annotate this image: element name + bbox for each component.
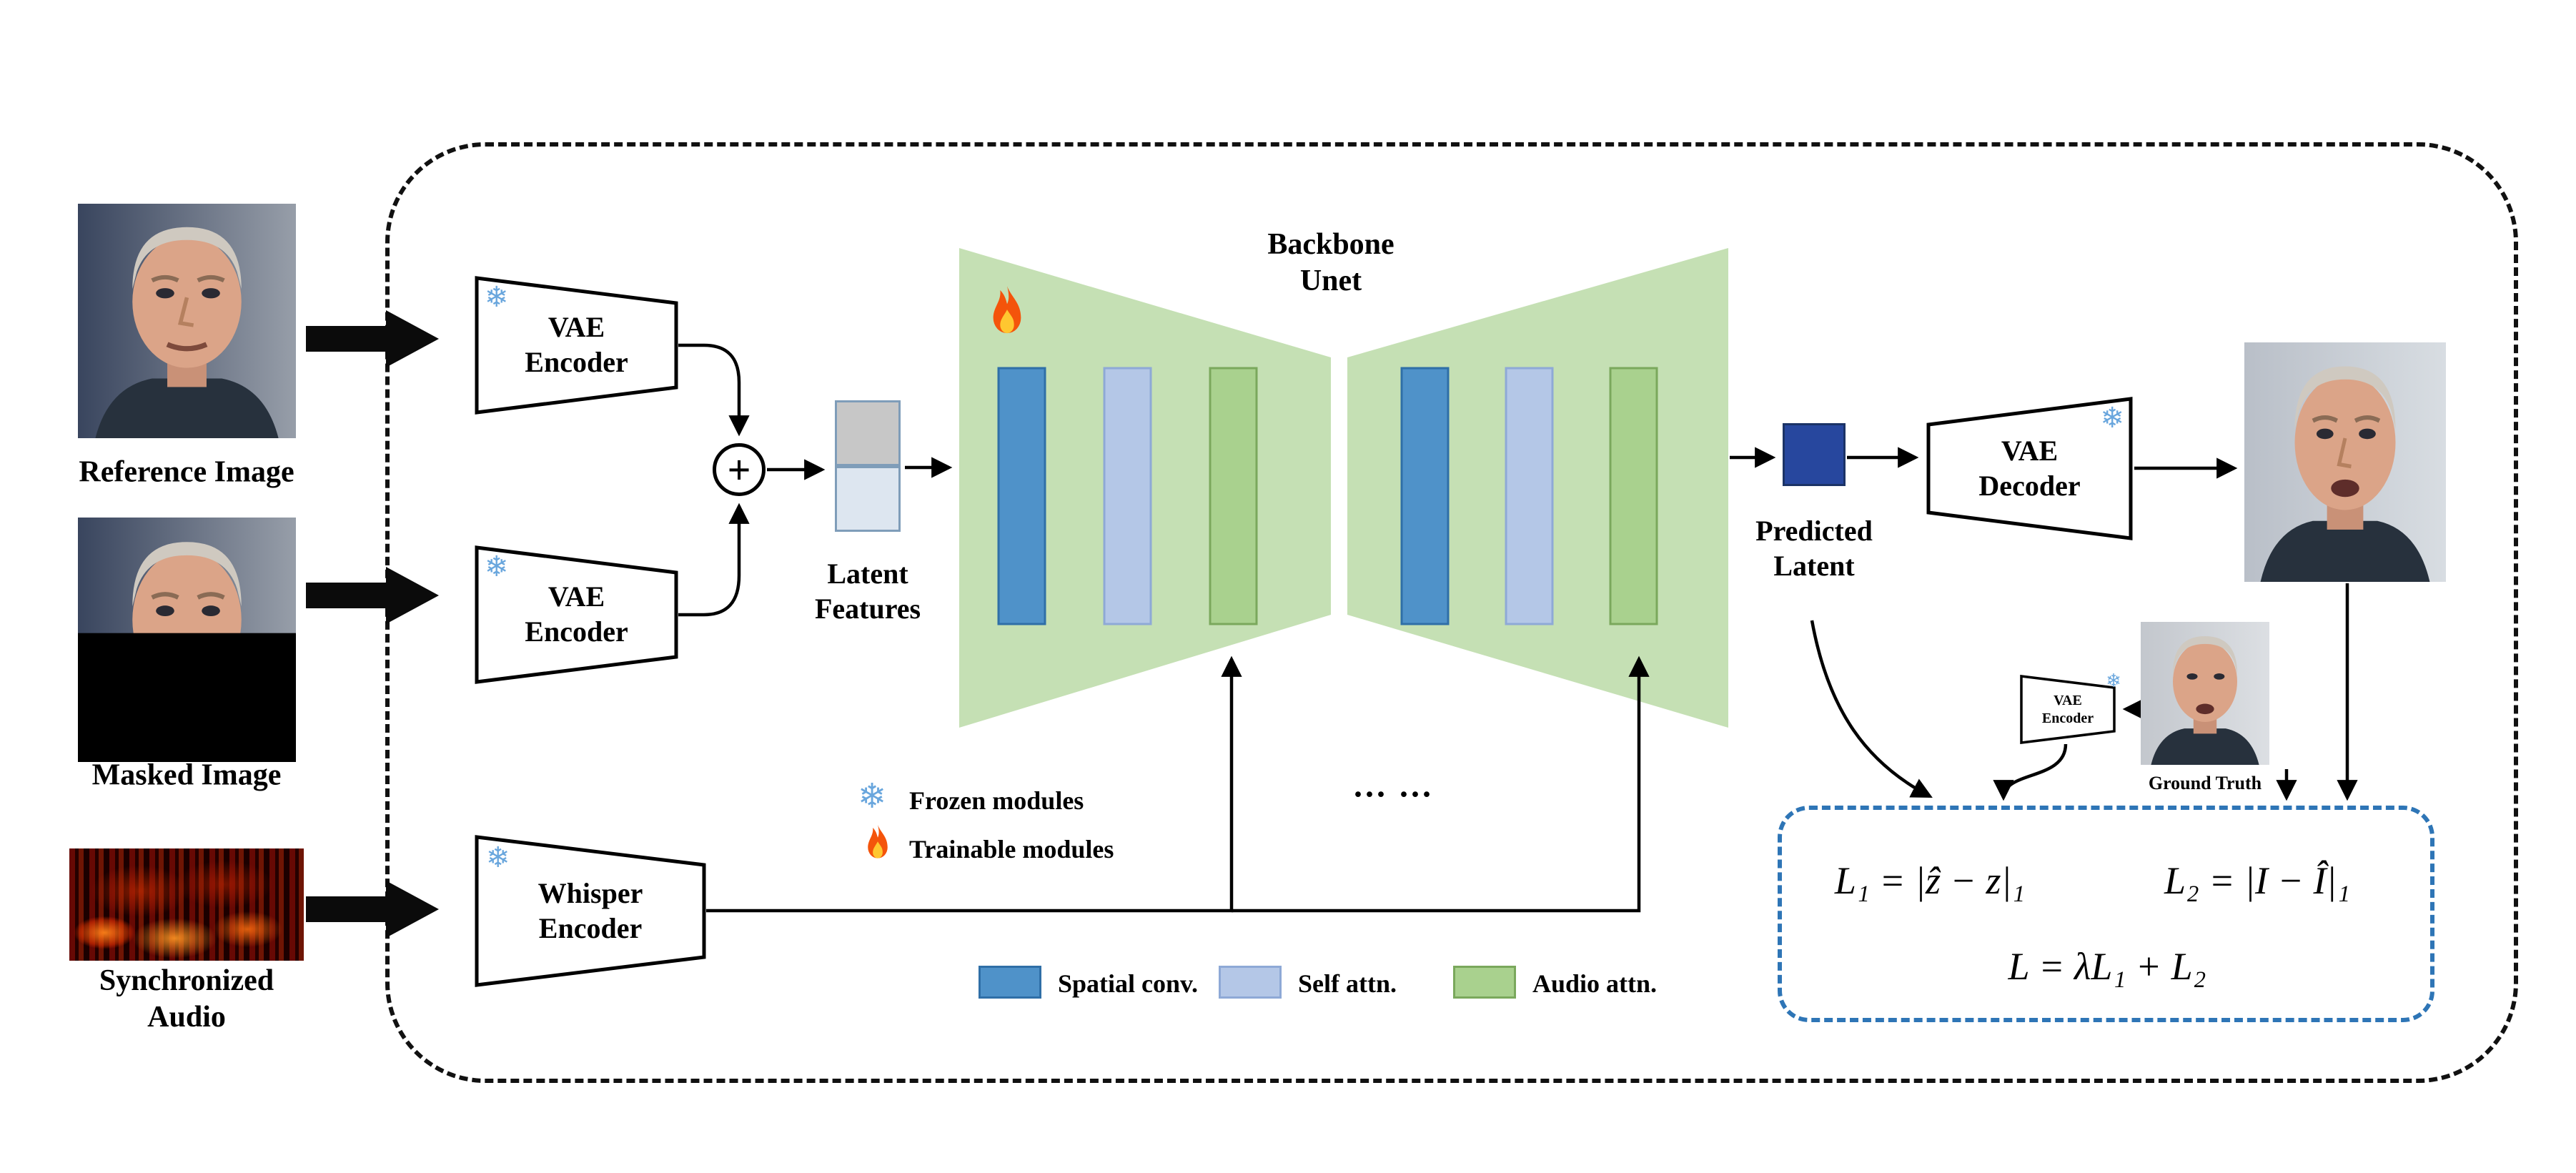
ground-truth-label: Ground Truth [2148,773,2262,794]
ground-truth-face-image [2141,622,2269,765]
predicted-latent-label: Predicted Latent [1755,515,1873,582]
output-face-image [2244,342,2446,582]
loss-dashed-box [1778,806,2434,1022]
frozen-snowflake-icon: ❄ [2100,402,2124,435]
output-face-art [2244,342,2446,582]
latent-feature-square-bottom [835,466,901,532]
frozen-snowflake-icon: ❄ [485,550,509,583]
masked-face-art [78,518,296,762]
vae-encoder-top-module: ❄ VAE Encoder [475,276,678,415]
trainable-flame-icon [993,286,1021,334]
spatial-conv-legend-label: Spatial conv. [1058,969,1199,998]
trainable-modules-label: Trainable modules [909,835,1114,863]
frozen-snowflake-icon: ❄ [2106,670,2121,692]
vae-encoder-top-label: VAE Encoder [525,311,628,378]
frozen-snowflake-icon: ❄ [485,281,509,314]
loss-total-formula: L = λL₁ + L₂ [2008,945,2206,988]
latent-feature-square-top [835,400,901,466]
frozen-snowflake-icon: ❄ [486,841,510,874]
vae-encoder-bottom-shape [475,545,678,684]
synchronized-audio-label: Synchronized Audio [99,964,274,1034]
self-attn-swatch [1219,966,1282,999]
loss-l1-formula: L₁ = |ẑ − z|₁ [1834,859,2026,902]
predicted-latent-square [1783,423,1846,486]
reference-face-image [78,204,296,438]
whisper-encoder-shape [475,835,706,987]
reference-image-label: Reference Image [79,455,294,489]
vae-decoder-module: ❄ VAE Decoder [1926,397,2133,540]
whisper-encoder-module: ❄ Whisper Encoder [475,835,706,987]
vae-encoder-small-module: ❄ VAE Encoder [2020,672,2121,744]
frozen-snowflake-icon: ❄ [858,776,887,816]
backbone-unet-label: Backbone Unet [1267,227,1394,297]
vae-decoder-label: VAE Decoder [1978,434,2081,502]
vae-encoder-bottom-module: ❄ VAE Encoder [475,545,678,684]
vae-decoder-shape [1926,397,2133,540]
audio-attn-swatch [1453,966,1516,999]
unet-ellipsis: ... ... [1354,766,1434,805]
loss-l2-formula: L₂ = |I − Î|₁ [2164,859,2351,902]
audio-spectrogram-image [69,848,304,961]
vae-encoder-top-shape [475,276,678,415]
audio-attn-legend-label: Audio attn. [1532,969,1658,998]
vae-encoder-bottom-label: VAE Encoder [525,580,628,648]
masked-image-label: Masked Image [91,758,282,792]
sum-plus-node: + [713,443,766,496]
vae-encoder-small-shape [2020,675,2116,744]
reference-face-art [78,204,296,438]
latent-features-label: Latent Features [814,558,921,625]
spatial-conv-swatch [979,966,1041,999]
ground-truth-face-art [2141,622,2269,765]
masked-face-image [78,518,296,762]
trainable-flame-icon [868,824,888,858]
self-attn-legend-label: Self attn. [1298,969,1397,998]
vae-encoder-small-label: VAE Encoder [2041,693,2094,726]
frozen-modules-label: Frozen modules [909,786,1084,815]
whisper-encoder-label: Whisper Encoder [538,876,643,944]
